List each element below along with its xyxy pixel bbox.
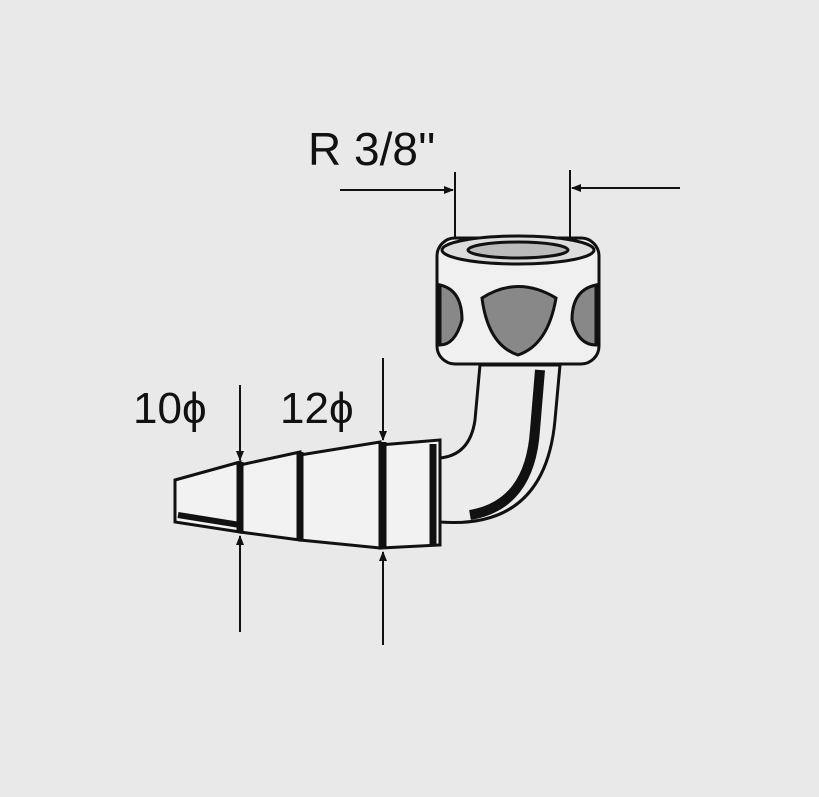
diameter-12-label: 12ϕ: [280, 384, 354, 433]
fitting-body: [173, 234, 601, 550]
diameter-10-label: 10ϕ: [133, 384, 207, 433]
thread-dimension-lines: [340, 170, 680, 242]
thread-size-label: R 3/8'': [308, 123, 436, 175]
diameter-dimension-lines: [236, 358, 387, 645]
